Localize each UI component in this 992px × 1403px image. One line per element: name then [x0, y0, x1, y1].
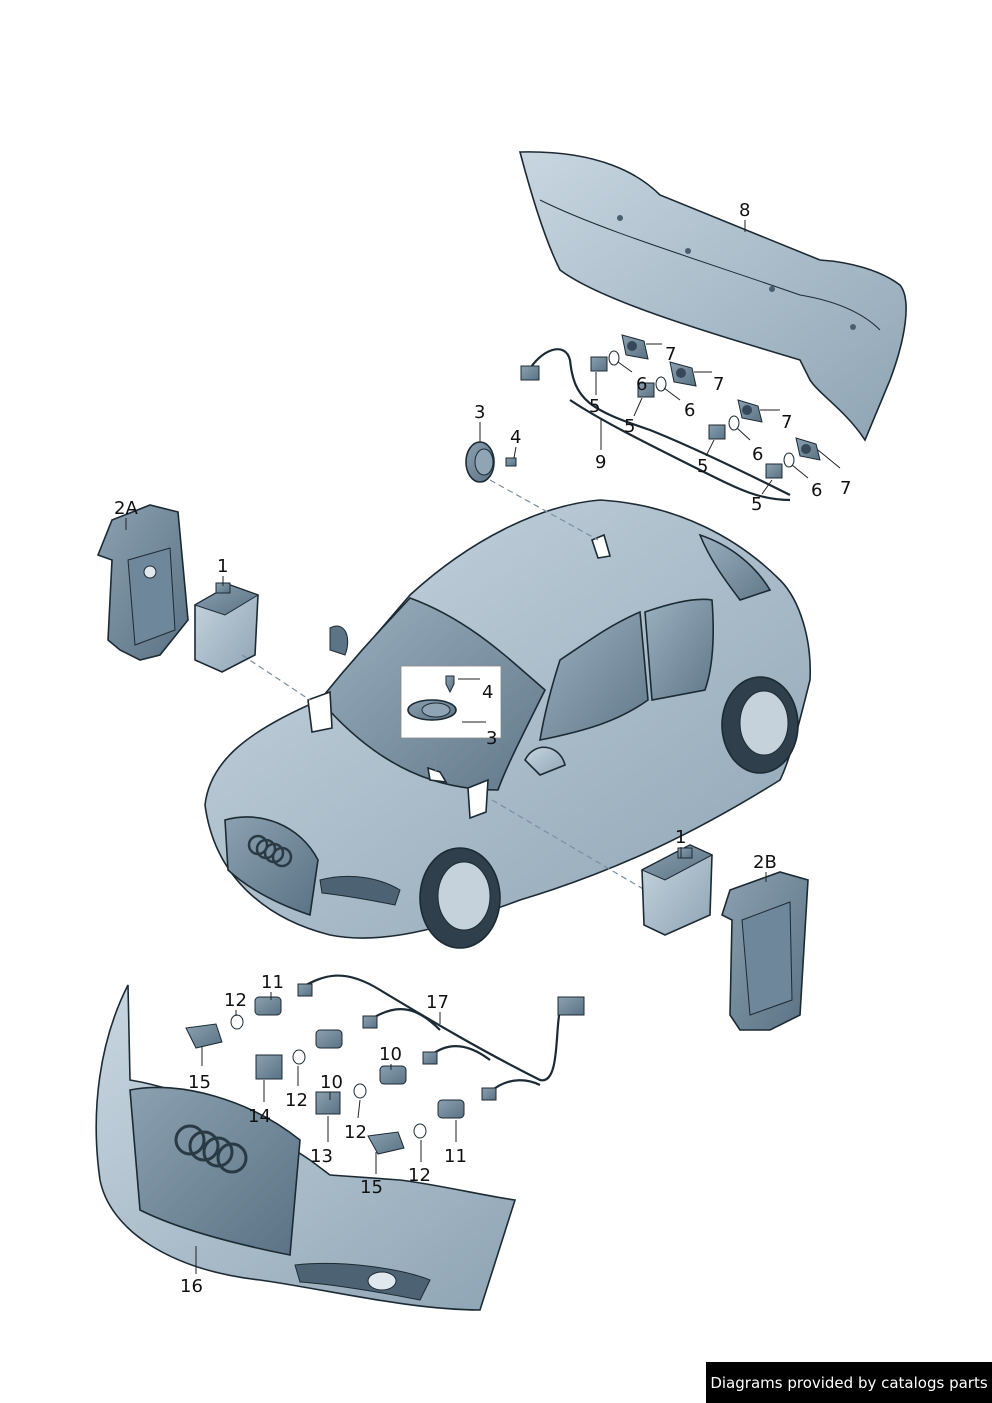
- label-4b: 4: [482, 682, 493, 703]
- label-7c: 7: [781, 412, 792, 433]
- front-sensor-group: [185, 996, 465, 1155]
- label-12b: 12: [285, 1090, 308, 1111]
- label-15a: 15: [188, 1072, 211, 1093]
- label-12d: 12: [408, 1165, 431, 1186]
- rear-wiring-harness: [520, 348, 791, 502]
- control-unit-right: [640, 844, 714, 936]
- label-7b: 7: [713, 374, 724, 395]
- bracket-left: [96, 504, 189, 661]
- label-11b: 11: [444, 1146, 467, 1167]
- label-6c: 6: [752, 444, 763, 465]
- label-5a: 5: [589, 396, 600, 417]
- label-6a: 6: [636, 374, 647, 395]
- label-10a: 10: [379, 1044, 402, 1065]
- label-1b: 1: [675, 827, 686, 848]
- label-13: 13: [310, 1146, 333, 1167]
- label-3: 3: [474, 402, 485, 423]
- label-6d: 6: [811, 480, 822, 501]
- label-1: 1: [217, 556, 228, 577]
- label-7a: 7: [665, 344, 676, 365]
- label-6b: 6: [684, 400, 695, 421]
- car-body: [204, 499, 812, 949]
- label-5b: 5: [624, 416, 635, 437]
- label-14: 14: [248, 1106, 271, 1127]
- callout-labels: 8 7 7 7 7 6 6 6 6 5 5 5 5 9 3 4 2A 1: [114, 200, 851, 1297]
- front-bumper: [95, 984, 517, 1311]
- label-5d: 5: [751, 494, 762, 515]
- rear-bumper: [518, 151, 907, 442]
- label-7d: 7: [840, 478, 851, 499]
- credit-banner: Diagrams provided by catalogs parts: [706, 1362, 992, 1403]
- bracket-right: [721, 871, 809, 1031]
- control-unit-left: [193, 582, 260, 673]
- label-9: 9: [595, 452, 606, 473]
- warning-buzzer: [465, 441, 517, 483]
- label-2a: 2A: [114, 498, 138, 519]
- front-wiring-harness: [297, 974, 585, 1101]
- label-4: 4: [510, 427, 521, 448]
- label-8: 8: [739, 200, 750, 221]
- label-3b: 3: [486, 728, 497, 749]
- rear-sensor-group: [590, 334, 821, 479]
- label-2b: 2B: [753, 852, 777, 873]
- label-12c: 12: [344, 1122, 367, 1143]
- label-17: 17: [426, 992, 449, 1013]
- label-10b: 10: [320, 1072, 343, 1093]
- label-15b: 15: [360, 1177, 383, 1198]
- label-12a: 12: [224, 990, 247, 1011]
- label-16: 16: [180, 1276, 203, 1297]
- label-11a: 11: [261, 972, 284, 993]
- label-5c: 5: [697, 456, 708, 477]
- detail-inset: [400, 665, 502, 739]
